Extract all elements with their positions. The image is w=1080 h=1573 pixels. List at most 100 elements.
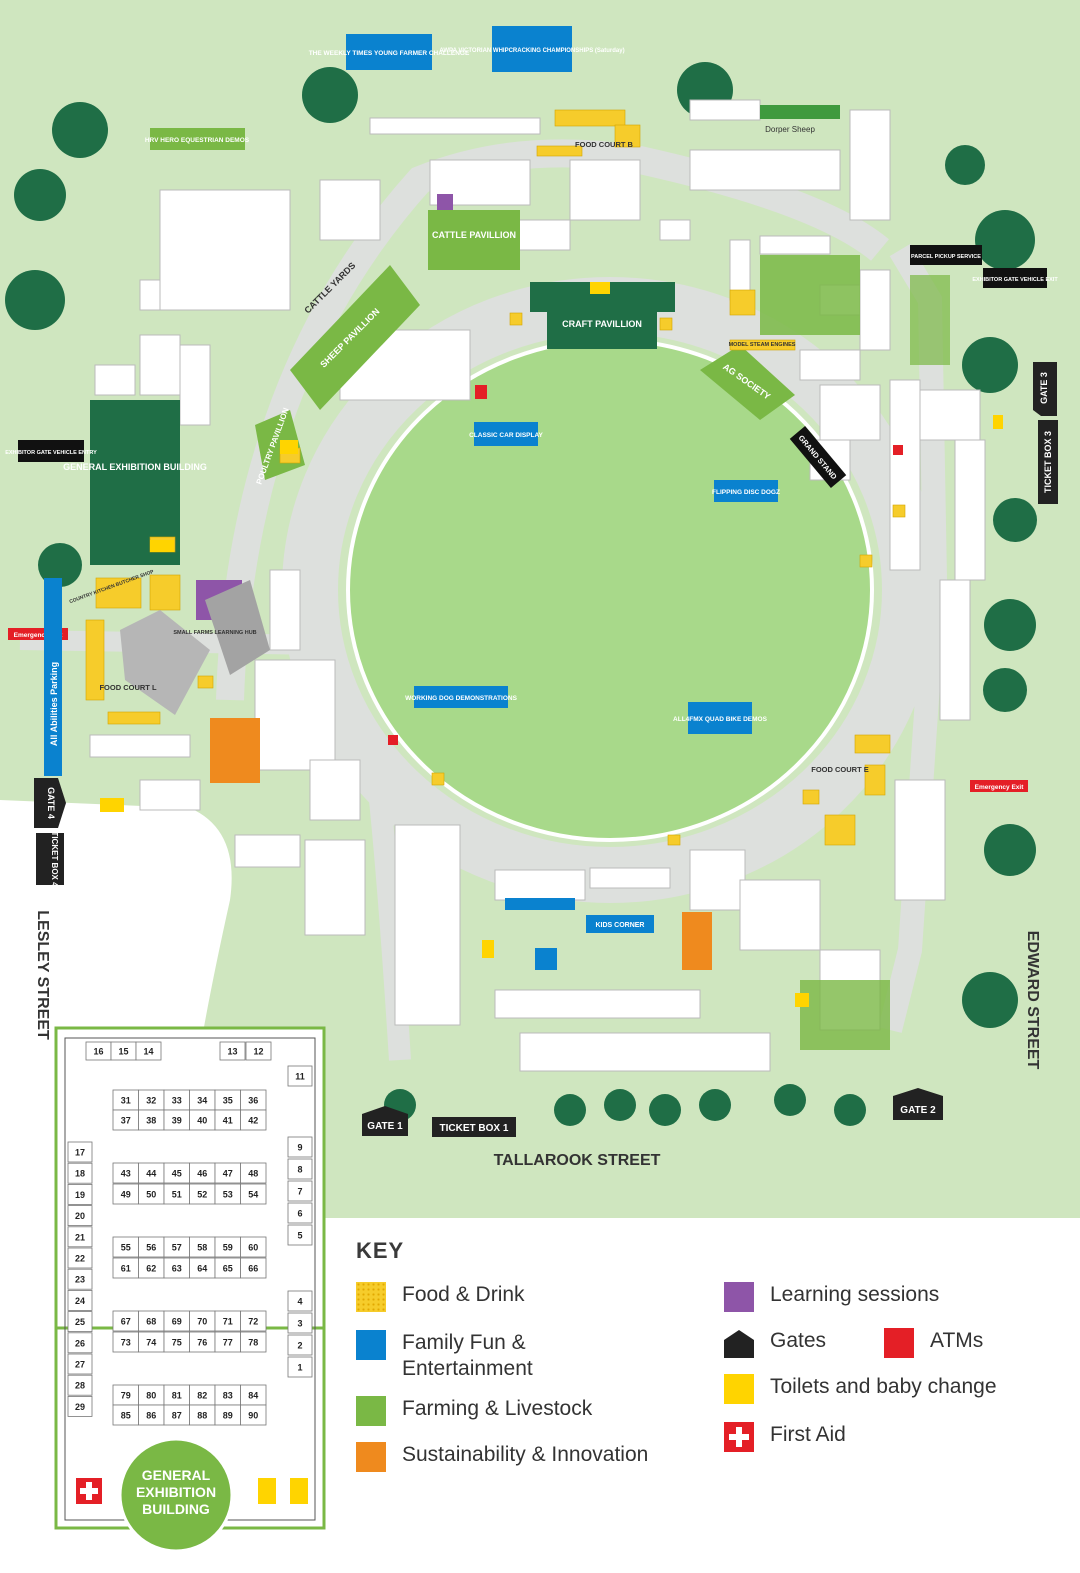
inset-stand-number: 1: [297, 1363, 302, 1373]
inset-stand-number: 56: [146, 1243, 156, 1253]
inset-stand-number: 38: [146, 1116, 156, 1126]
classic-car-label: CLASSIC CAR DISPLAY: [469, 432, 543, 439]
cattle-pavillion-label: CATTLE PAVILLION: [432, 230, 516, 240]
inset-stand-number: 75: [172, 1338, 182, 1348]
inset-stand-box: [287, 1202, 313, 1224]
inset-stand-box: [67, 1353, 93, 1375]
key-fun-label: Family Fun & Entertainment: [402, 1331, 533, 1380]
farming-swatch: [356, 1396, 386, 1426]
farm-lectures-block: [437, 194, 453, 210]
exhibitor-gate-exit-sign: [983, 268, 1047, 288]
inset-stand-number: 2: [297, 1341, 302, 1351]
key-first-aid-label: First Aid: [770, 1423, 846, 1446]
inset-stand-box: [287, 1180, 313, 1202]
inset-stand-number: 7: [297, 1187, 302, 1197]
food-swatch: [356, 1282, 386, 1312]
inset-stand-number: 4: [297, 1297, 302, 1307]
inset-stand-number: 23: [75, 1275, 85, 1285]
sustainability-block-west: [210, 718, 260, 783]
atm-swatch: [884, 1328, 914, 1358]
inset-stand-number: 13: [227, 1047, 237, 1057]
inset-stand-number: 29: [75, 1402, 85, 1412]
inset-stand-box: [67, 1311, 93, 1332]
hrv-hero-banner: [150, 128, 245, 150]
whipcracking-banner: [492, 26, 572, 72]
inset-stand-box: [240, 1404, 267, 1426]
inset-toilet-1: [258, 1478, 276, 1504]
inset-stand-box: [287, 1224, 313, 1246]
inset-stand-number: 45: [172, 1169, 182, 1179]
inset-stand-number: 60: [248, 1243, 258, 1253]
all4fmx-label: ALL4FMX QUAD BIKE DEMOS: [673, 716, 768, 723]
edward-street-label: EDWARD STREET: [1024, 931, 1041, 1070]
inset-stand-box: [287, 1334, 313, 1356]
all4fmx-banner: [688, 702, 752, 734]
inset-stand-number: 18: [75, 1169, 85, 1179]
inset-stand-number: 21: [75, 1232, 85, 1242]
kids-corner-label: KIDS CORNER: [595, 922, 644, 929]
kids-corner-banner: [586, 915, 654, 933]
inset-stand-box: [67, 1247, 93, 1269]
inset-stand-number: 74: [146, 1338, 156, 1348]
inset-badge-word: EXHIBITION: [136, 1484, 216, 1500]
ticket-box-1-label: TICKET BOX 1: [440, 1123, 509, 1134]
exhibitor-gate-entry-label: EXHIBITOR GATE VEHICLE ENTRY: [5, 450, 97, 456]
inset-stand-number: 15: [118, 1047, 128, 1057]
gate-2: [893, 1088, 943, 1120]
inset-stand-box: [67, 1290, 93, 1311]
inset-stand-number: 25: [75, 1317, 85, 1327]
inset-stand-number: 31: [121, 1096, 131, 1106]
inset-stand-number: 6: [297, 1209, 302, 1219]
inset-stand-number: 64: [197, 1264, 207, 1274]
key-sustainability: Sustainability & Innovation: [356, 1442, 648, 1472]
inset-stand-number: 49: [121, 1190, 131, 1200]
exhibitor-gate-entry-sign: [18, 440, 84, 462]
inset-stand-box: [240, 1109, 267, 1131]
dorper-sheep-pen: [760, 105, 840, 119]
young-farmer-label: THE WEEKLY TIMES YOUNG FARMER CHALLENGE: [309, 50, 470, 57]
key-learning-label: Learning sessions: [770, 1283, 940, 1306]
sustainability-block: [682, 912, 712, 970]
inset-stand-number: 3: [297, 1319, 302, 1329]
inset-stand-number: 17: [75, 1148, 85, 1158]
inset-stand-box: [67, 1184, 93, 1205]
tallarook-street-label: TALLAROOK STREET: [494, 1152, 661, 1169]
craft-pavillion-block: [547, 312, 657, 349]
inset-stand-number: 54: [248, 1190, 258, 1200]
map-key: KEY Food & Drink Family Fun & Entertainm…: [340, 1232, 1060, 1532]
dorper-sheep-label: Dorper Sheep: [765, 125, 815, 134]
inset-stand-number: 11: [295, 1072, 305, 1082]
inset-stand-number: 50: [146, 1190, 156, 1200]
inset-stand-number: 78: [248, 1338, 258, 1348]
inset-stand-number: 41: [223, 1116, 233, 1126]
inset-stand-box: [287, 1136, 313, 1158]
inset-stand-number: 70: [197, 1317, 207, 1327]
food-stalls: [85, 109, 906, 846]
inset-stand-number: 85: [121, 1411, 131, 1421]
inset-stand-number: 22: [75, 1254, 85, 1264]
toilets: [100, 282, 1003, 1007]
key-learning: Learning sessions: [724, 1282, 939, 1312]
whipcracking-label: AWPA VICTORIAN WHIPCRACKING CHAMPIONSHIP…: [439, 48, 624, 54]
inset-stand-box: [67, 1162, 93, 1184]
inset-stand-box: [287, 1356, 313, 1378]
inset-stand-number: 36: [248, 1096, 258, 1106]
inset-stand-number: 68: [146, 1317, 156, 1327]
inset-stand-number: 62: [146, 1264, 156, 1274]
inset-stand-number: 47: [223, 1169, 233, 1179]
gate-2-label: GATE 2: [900, 1105, 936, 1116]
hrv-hero-label: HRV HERO EQUESTRIAN DEMOS: [145, 137, 250, 144]
inset-stand-number: 55: [121, 1243, 131, 1253]
inset-stand-box: [67, 1396, 93, 1417]
inset-stand-number: 27: [75, 1360, 85, 1370]
inset-stand-number: 86: [146, 1411, 156, 1421]
gate-1-label: GATE 1: [367, 1121, 403, 1132]
green-field-ne: [760, 255, 860, 335]
inset-stand-number: 76: [197, 1338, 207, 1348]
inset-stand-number: 65: [223, 1264, 233, 1274]
inset-stand-number: 39: [172, 1116, 182, 1126]
inset-stand-number: 58: [197, 1243, 207, 1253]
working-dog-label: WORKING DOG DEMONSTRATIONS: [405, 695, 517, 702]
